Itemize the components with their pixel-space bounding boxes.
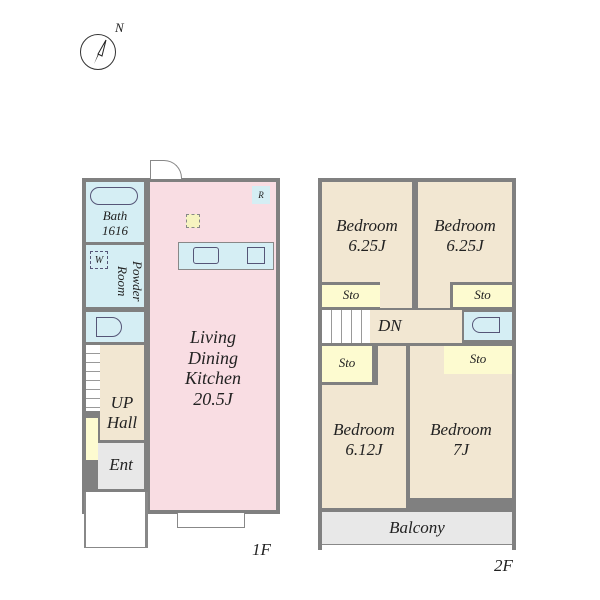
storage-label: Sto (469, 351, 487, 366)
storage-ne: Sto (453, 285, 512, 307)
staircase (322, 310, 370, 343)
bedroom-label: Bedroom (430, 420, 492, 439)
sink-icon (193, 247, 219, 264)
powder-room: W Powder Room (86, 245, 145, 307)
stove-icon (247, 247, 265, 264)
toilet-icon (96, 317, 122, 337)
north-arrow-icon (94, 39, 107, 64)
bedroom-size: 6.25J (446, 235, 484, 255)
ldk-size: 20.5J (193, 389, 233, 410)
ldk-line2: Dining (187, 347, 238, 368)
kitchen-counter (178, 242, 274, 270)
bedroom-label: Bedroom (336, 216, 398, 235)
ldk-line1: Living (189, 327, 236, 347)
washer-space: W (90, 251, 108, 269)
ldk-line3: Kitchen (185, 368, 241, 389)
living-dining-kitchen: R Living Dining Kitchen 20.5J (150, 182, 276, 510)
toilet-room (464, 312, 512, 340)
compass: N (80, 20, 124, 70)
bedroom-size: 6.25J (348, 235, 386, 255)
bedroom-label: Bedroom (434, 216, 496, 235)
bath-size: 1616 (102, 222, 128, 238)
storage-sw: Sto (322, 346, 372, 382)
powder-room-label: Powder Room (115, 260, 145, 302)
entrance-label: Ent (109, 455, 133, 474)
shoe-cabinet (86, 418, 98, 460)
storage-label: Sto (338, 355, 356, 370)
storage-se: Sto (444, 346, 512, 374)
up-label: UP (110, 393, 134, 412)
balcony-label: Balcony (389, 518, 445, 537)
bedroom-label: Bedroom (333, 420, 395, 439)
toilet-icon (472, 317, 500, 333)
floor-1-label: 1F (252, 540, 271, 559)
storage-label: Sto (474, 287, 491, 302)
fridge-space: R (252, 186, 270, 204)
bedroom-size: 6.12J (345, 439, 383, 459)
skylight-icon (186, 214, 200, 228)
ldk-window-bay (177, 513, 245, 528)
hall-label: Hall (106, 412, 138, 432)
porch (84, 492, 148, 548)
floor-2-label: 2F (494, 556, 513, 575)
bathtub-icon (90, 187, 138, 205)
entrance: Ent (98, 443, 144, 489)
bath-label: Bath (102, 208, 128, 223)
side-door (150, 160, 182, 179)
storage-label: Sto (342, 287, 360, 302)
stairs-down-label: DN (378, 316, 402, 335)
balcony: Balcony (322, 512, 512, 544)
bedroom-size: 7J (452, 439, 470, 459)
north-label: N (115, 20, 124, 35)
storage-nw: Sto (322, 285, 380, 307)
toilet-room (86, 312, 144, 342)
